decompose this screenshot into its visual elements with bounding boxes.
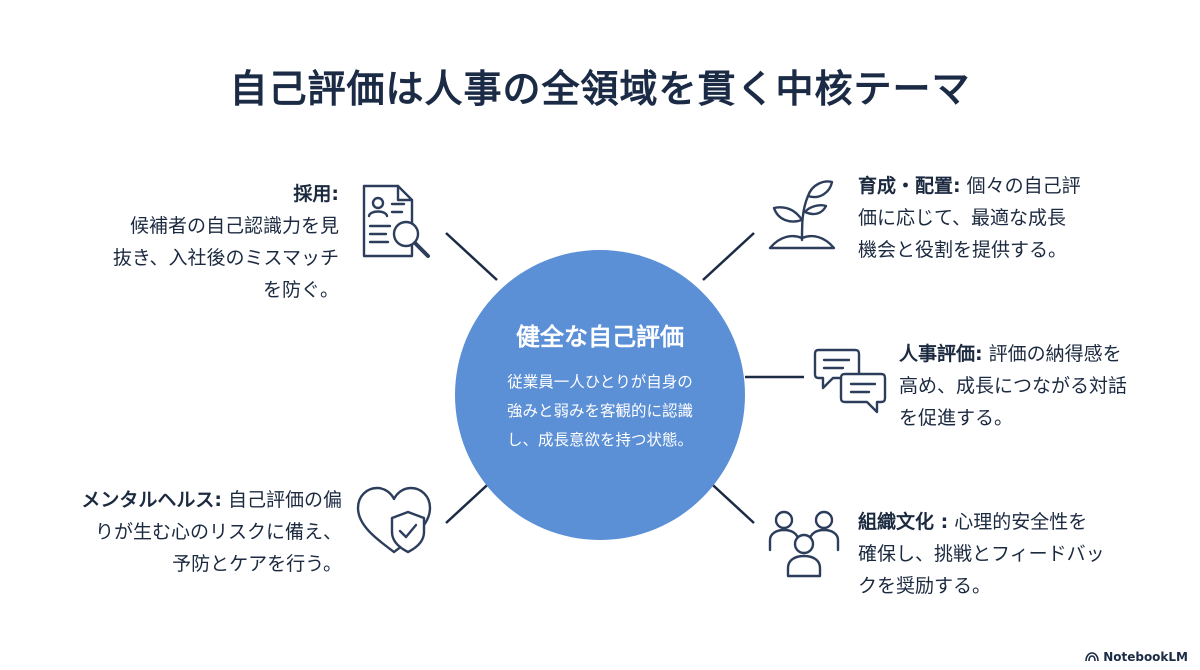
item-culture-line: 確保し、挑戦とフィードバッ	[858, 543, 1105, 565]
central-hub: 健全な自己評価 従業員一人ひとりが自身の 強みと弱みを客観的に認識 し、成長意欲…	[455, 250, 745, 540]
item-development-text: 個々の自己評	[960, 175, 1081, 197]
chat-bubbles-icon	[813, 348, 887, 414]
item-mental-health-first-line: メンタルヘルス: 自己評価の偏	[81, 484, 342, 516]
item-recruit-line: 抜き、入社後のミスマッチ	[112, 247, 339, 269]
item-development-first-line: 育成・配置: 個々の自己評	[858, 170, 1081, 202]
item-recruit-label: 採用:	[293, 183, 339, 205]
heart-shield-icon	[356, 486, 432, 554]
item-culture-label: 組織文化 :	[858, 511, 949, 533]
item-mental-health-line: 予防とケアを行う。	[172, 553, 342, 575]
sprout-icon	[768, 180, 836, 250]
item-culture: 組織文化 : 心理的安全性を 確保し、挑戦とフィードバッ クを奨励する。	[858, 506, 1105, 602]
connector-recruit	[445, 232, 498, 281]
item-culture-first-line: 組織文化 : 心理的安全性を	[858, 506, 1105, 538]
item-evaluation-line: 高め、成長につながる対話	[899, 375, 1128, 397]
page-title: 自己評価は人事の全領域を貫く中核テーマ	[229, 67, 971, 111]
item-evaluation-line: を促進する。	[899, 407, 1014, 429]
item-evaluation-first-line: 人事評価: 評価の納得感を	[899, 338, 1127, 370]
item-mental-health-text: 自己評価の偏	[221, 489, 342, 511]
footer-text: NotebookLM	[1103, 650, 1188, 664]
item-development-label: 育成・配置:	[858, 175, 961, 197]
item-culture-text: 心理的安全性を	[948, 511, 1088, 533]
connector-development	[702, 232, 755, 281]
item-development-line: 価に応じて、最適な成長	[858, 207, 1067, 229]
item-development-line: 機会と役割を提供する。	[858, 239, 1068, 261]
item-recruit: 採用: 候補者の自己認識力を見 抜き、入社後のミスマッチ を防ぐ。	[113, 178, 339, 306]
people-group-icon	[768, 510, 840, 578]
item-development: 育成・配置: 個々の自己評 価に応じて、最適な成長 機会と役割を提供する。	[858, 170, 1081, 266]
item-recruit-line: 候補者の自己認識力を見	[129, 215, 339, 237]
item-evaluation: 人事評価: 評価の納得感を 高め、成長につながる対話 を促進する。	[899, 338, 1127, 434]
footer-brand: NotebookLM	[1085, 650, 1188, 664]
hub-line: 従業員一人ひとりが自身の	[507, 373, 693, 391]
item-culture-line: クを奨励する。	[858, 575, 992, 597]
document-search-icon	[362, 184, 430, 258]
hub-line: 強みと弱みを客観的に認識	[506, 402, 693, 420]
item-mental-health-line: りが生む心のリスクに備え、	[94, 521, 342, 543]
hub-title: 健全な自己評価	[516, 323, 684, 351]
item-mental-health: メンタルヘルス: 自己評価の偏 りが生む心のリスクに備え、 予防とケアを行う。	[81, 484, 342, 580]
item-evaluation-text: 評価の納得感を	[982, 343, 1122, 365]
item-mental-health-label: メンタルヘルス:	[81, 489, 222, 511]
hub-line: し、成長意欲を持つ状態。	[506, 431, 693, 449]
notebooklm-logo-icon	[1085, 652, 1099, 662]
item-recruit-line: を防ぐ。	[262, 279, 339, 301]
item-evaluation-label: 人事評価:	[899, 343, 983, 365]
hub-description: 従業員一人ひとりが自身の 強みと弱みを客観的に認識 し、成長意欲を持つ状態。	[485, 368, 715, 455]
